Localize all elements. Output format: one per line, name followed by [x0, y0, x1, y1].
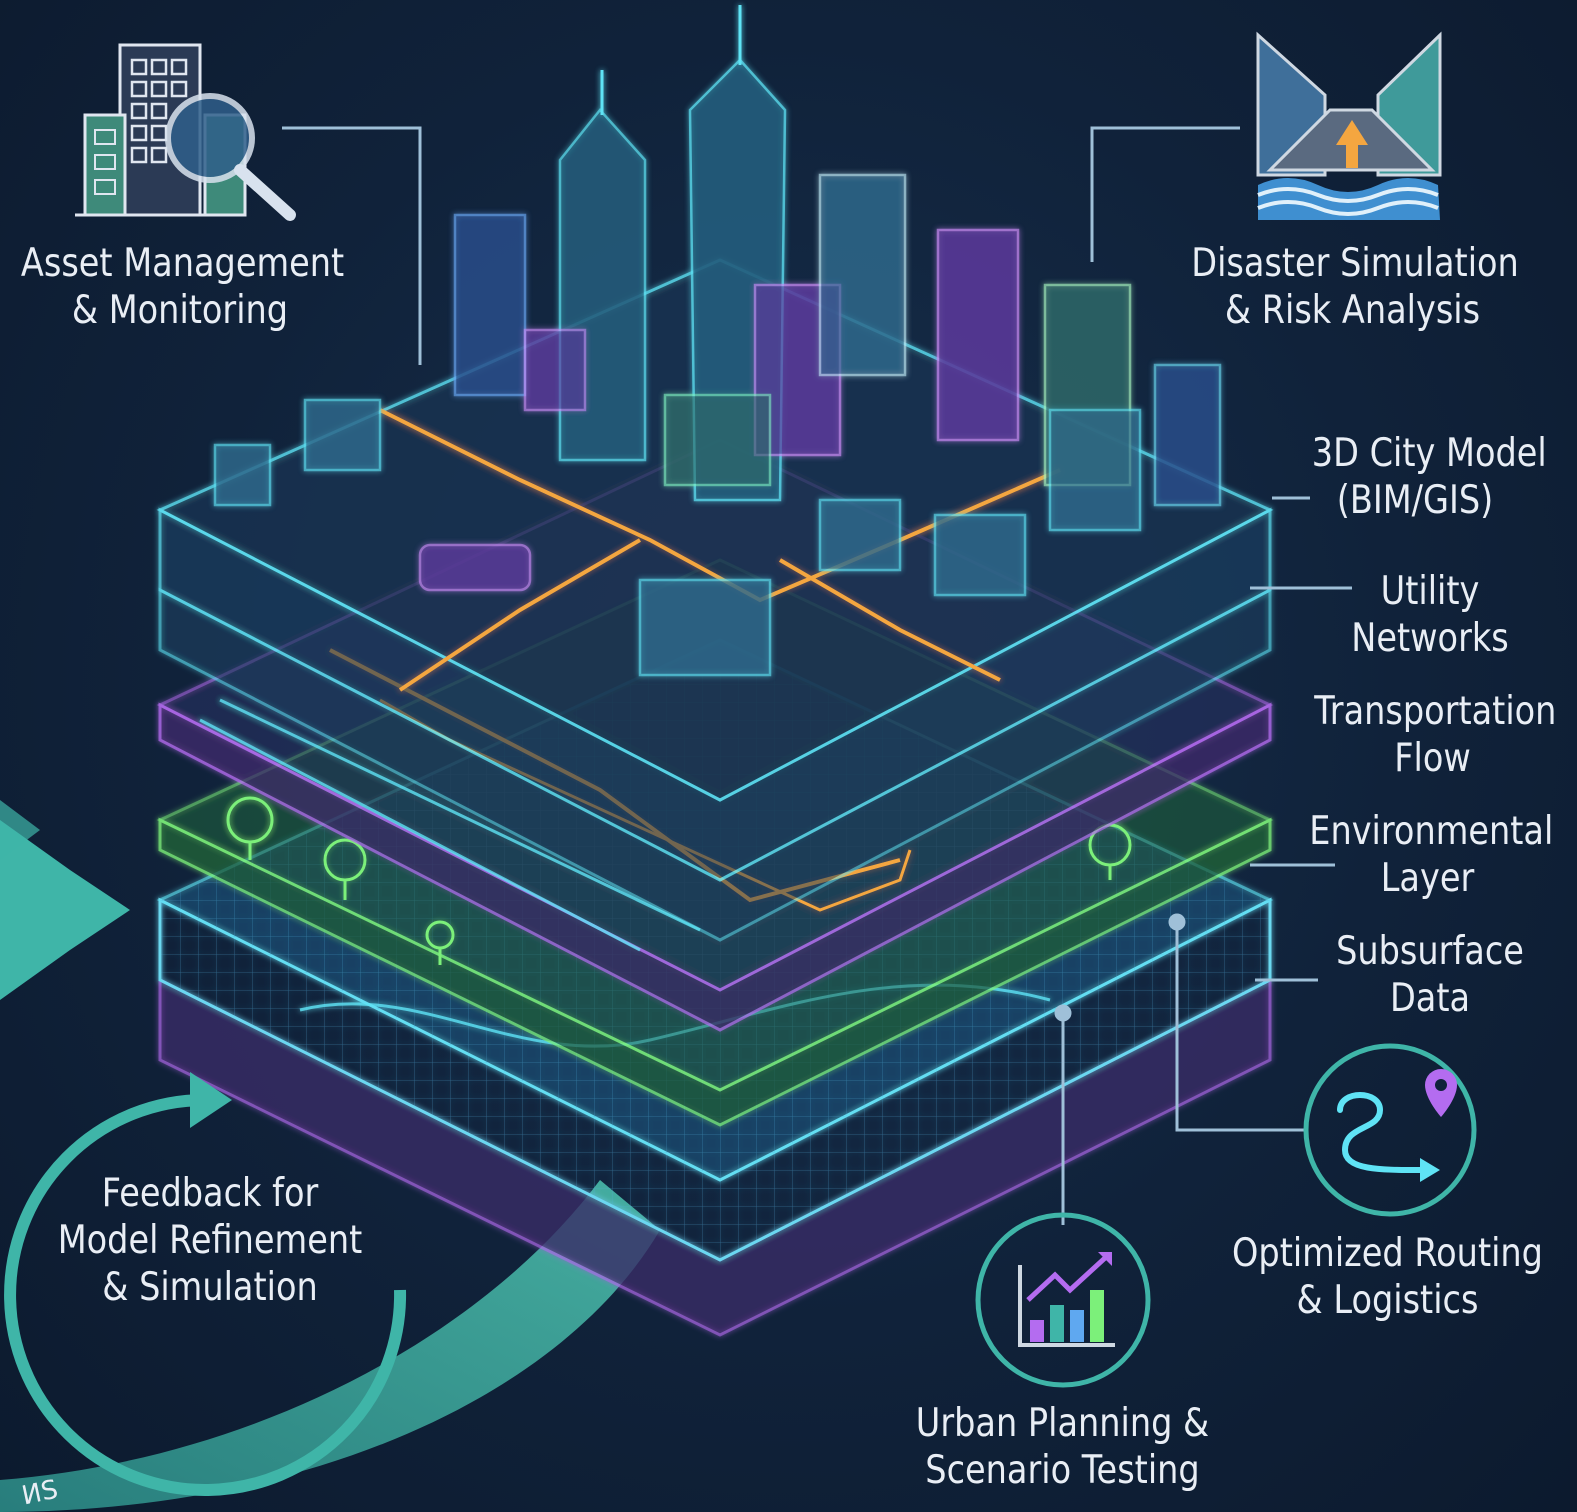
- building-small-left: [303, 398, 382, 472]
- label-urban-planning: Urban Planning & Scenario Testing: [914, 1400, 1211, 1494]
- label-line: Utility: [1380, 569, 1480, 614]
- label-line: & Monitoring: [71, 288, 289, 333]
- bus-vehicle: [418, 543, 532, 592]
- label-line: Feedback for: [101, 1171, 319, 1216]
- label-line: Model Refinement: [57, 1218, 363, 1263]
- label-line: Networks: [1351, 616, 1509, 661]
- connector-lines: [282, 126, 1352, 1225]
- building-white-mid: [818, 173, 907, 377]
- label-utility-networks: Utility Networks: [1340, 568, 1521, 662]
- building-blue-right: [1153, 363, 1222, 507]
- left-arrow-icon: [0, 820, 130, 1000]
- label-line: Optimized Routing: [1232, 1231, 1543, 1276]
- label-line: Environmental: [1309, 809, 1554, 854]
- label-line: Scenario Testing: [925, 1448, 1200, 1493]
- growth-chart-icon: [975, 1212, 1151, 1388]
- left-arrow-tail: [0, 800, 40, 860]
- building-magnifier-icon: [75, 43, 296, 221]
- label-transportation-flow: Transportation Flow: [1314, 688, 1557, 782]
- label-optimized-routing: Optimized Routing & Logistics: [1231, 1230, 1545, 1324]
- label-line: & Risk Analysis: [1224, 288, 1481, 333]
- label-line: Asset Management: [20, 241, 345, 286]
- buildings: [213, 5, 1222, 677]
- building-cyan-right: [1048, 408, 1142, 532]
- label-line: Data: [1389, 976, 1471, 1021]
- flood-buildings-icon: [1256, 31, 1442, 220]
- circular-arrow-icon: [4, 1072, 407, 1496]
- building-purple-small: [523, 328, 587, 412]
- building-mid-right: [818, 498, 902, 572]
- building-low-center: [663, 393, 772, 487]
- label-line: & Logistics: [1296, 1278, 1479, 1323]
- label-line: Flow: [1394, 736, 1471, 781]
- building-center-box: [638, 578, 772, 677]
- building-small-left2: [213, 443, 272, 507]
- building-purple-right: [936, 228, 1020, 442]
- label-line: Layer: [1380, 856, 1475, 901]
- label-line: Subsurface: [1336, 929, 1524, 974]
- label-environmental-layer: Environmental Layer: [1309, 808, 1554, 902]
- label-disaster-simulation: Disaster Simulation & Risk Analysis: [1191, 240, 1519, 334]
- label-line: Transportation: [1314, 689, 1557, 734]
- label-line: & Simulation: [102, 1265, 318, 1310]
- label-subsurface-data: Subsurface Data: [1327, 928, 1533, 1022]
- label-line: Urban Planning &: [915, 1401, 1210, 1446]
- route-pin-icon: [1303, 1043, 1477, 1217]
- building-right-box: [933, 513, 1027, 597]
- label-line: Disaster Simulation: [1191, 241, 1519, 286]
- label-line: 3D City Model: [1311, 431, 1547, 476]
- label-asset-management: Asset Management & Monitoring: [20, 240, 345, 334]
- label-feedback: Feedback for Model Refinement & Simulati…: [51, 1170, 369, 1311]
- label-city-model: 3D City Model (BIM/GIS): [1311, 430, 1547, 524]
- label-line: (BIM/GIS): [1336, 478, 1494, 523]
- building-blue-left: [453, 213, 527, 397]
- tree-icons: [226, 796, 1132, 965]
